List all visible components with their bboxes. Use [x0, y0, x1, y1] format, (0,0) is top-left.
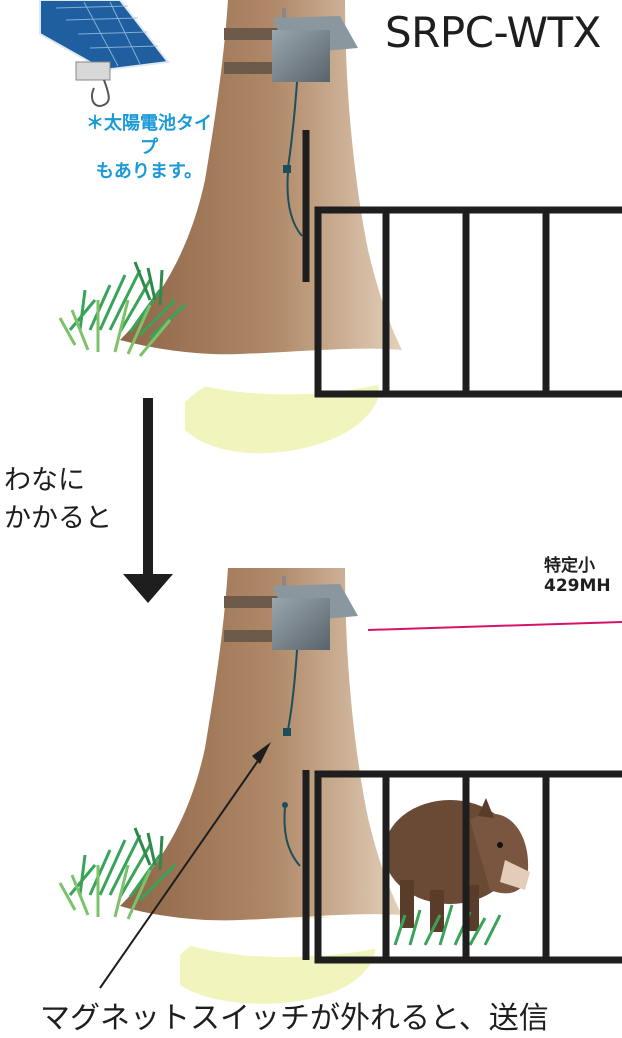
tree-trunk-top [120, 0, 402, 355]
strap-upper-top [224, 28, 284, 40]
solar-panel [39, 0, 170, 108]
strap-lower-top [224, 62, 284, 74]
tree-trunk-bottom [120, 568, 402, 921]
detached-cable [283, 805, 301, 867]
cage-bottom [302, 770, 622, 964]
magnet-switch-bottom [283, 728, 291, 736]
product-title: SRPC-WTX [385, 8, 601, 57]
radio-signal-line [367, 621, 622, 631]
radio-note-line1: 特定小 [544, 556, 595, 576]
wild-boar [384, 798, 530, 932]
bottom-caption: マグネットスイッチが外れると、送信 [40, 1001, 549, 1036]
pointer-arrow [99, 742, 271, 989]
solar-note-line1: ＊太陽電池タイプ [86, 113, 212, 158]
solar-type-note: ＊太陽電池タイプ もあります。 [84, 112, 214, 184]
solar-note-line2: もあります。 [95, 161, 203, 182]
detached-magnet [282, 802, 288, 808]
transmitter-bottom [272, 576, 358, 650]
trap-caught-note: わなに かかると [4, 462, 112, 538]
grass-top [58, 261, 187, 357]
sensor-cable-bottom [287, 649, 298, 731]
radio-note-line2: 429MH [544, 576, 611, 596]
radio-frequency-note: 特定小 429MH [544, 556, 611, 596]
cage-top [302, 130, 622, 398]
bottom-scene [58, 568, 622, 1004]
sensor-cable-top [286, 81, 303, 237]
strap-upper-bottom [224, 596, 284, 608]
down-arrow [123, 398, 173, 603]
grass-bottom [58, 827, 177, 920]
strap-lower-bottom [224, 630, 284, 642]
magnet-switch-top [283, 165, 291, 173]
trap-note-line2: かかると [4, 503, 112, 534]
trap-note-line1: わなに [4, 465, 85, 496]
top-scene [39, 0, 622, 454]
transmitter-top [272, 8, 358, 82]
